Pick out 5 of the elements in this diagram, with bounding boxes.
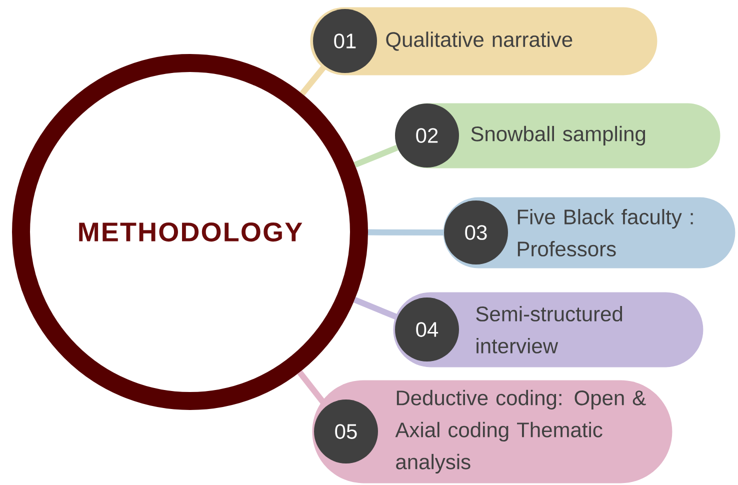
connector-line [353, 296, 398, 320]
connector-line [354, 144, 398, 168]
connector-line [300, 64, 328, 96]
connector-line [297, 370, 329, 408]
connector-line [368, 229, 444, 236]
